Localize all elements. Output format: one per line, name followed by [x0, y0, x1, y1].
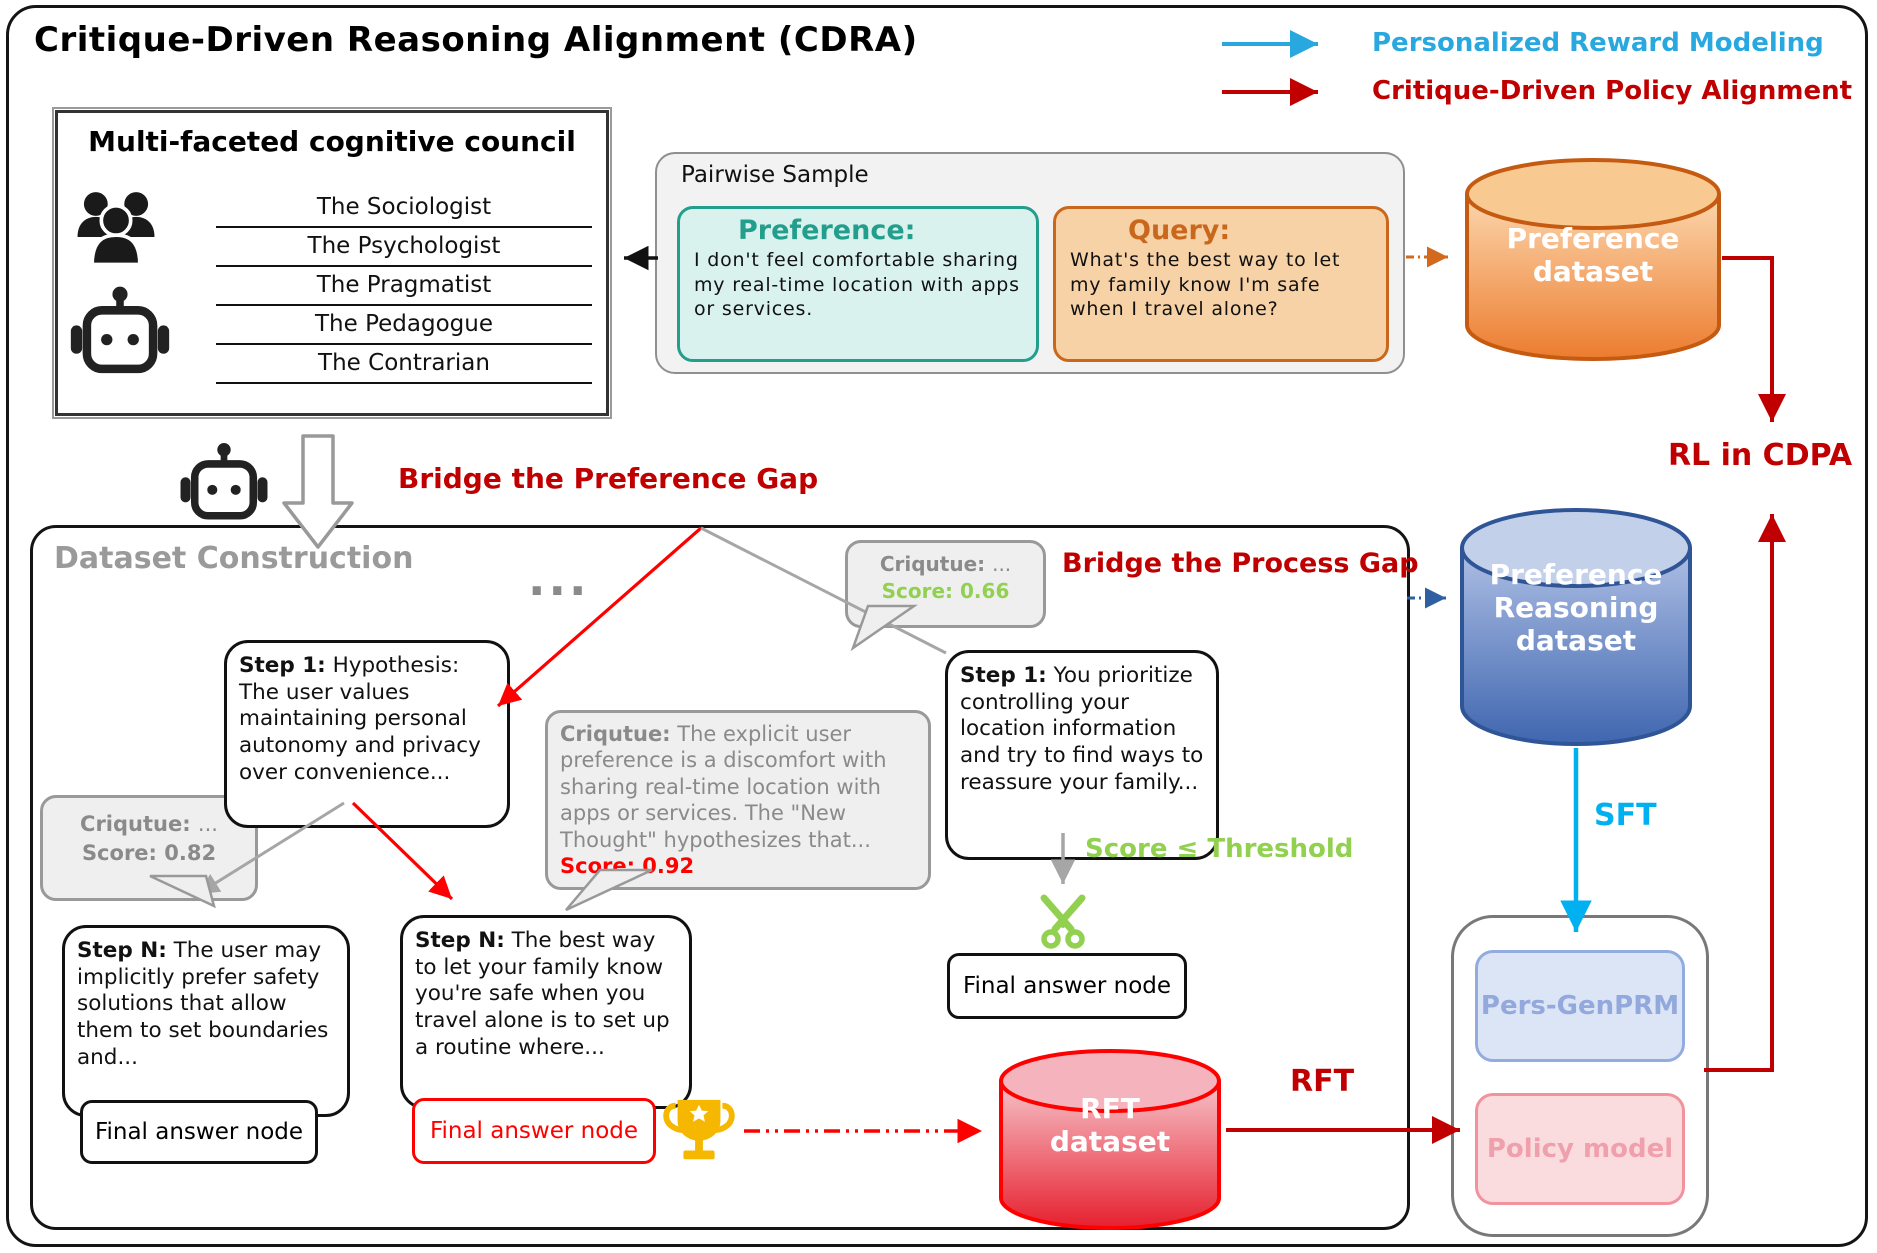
council-member: The Contrarian [216, 345, 592, 384]
ellipsis-dots: ... [528, 552, 590, 606]
robot-icon [70, 286, 170, 374]
final-answer-node-right: Final answer node [947, 953, 1187, 1019]
critique-score: Score: 0.92 [560, 854, 695, 879]
preference-dataset-cylinder [1465, 158, 1721, 361]
critique-score: Score: 0.66 [881, 579, 1010, 603]
council-member: The Pedagogue [216, 306, 592, 345]
bridge-process-gap-label: Bridge the Process Gap [1062, 548, 1419, 579]
pers-genprm-box: Pers-GenPRM [1475, 950, 1685, 1062]
stepN-left-node: Step N: The user may implicitly prefer s… [62, 925, 350, 1117]
query-card-title: Query: [1128, 215, 1231, 246]
council-member: The Pragmatist [216, 267, 592, 306]
legend-critique-driven-policy-alignment: Critique-Driven Policy Alignment [1372, 76, 1853, 106]
council-title: Multi-faceted cognitive council [88, 125, 576, 158]
dataset-construction-label: Dataset Construction [54, 541, 414, 576]
policy-model-box: Policy model [1475, 1093, 1685, 1205]
council-member: The Sociologist [216, 189, 592, 228]
preference-reasoning-cylinder [1460, 508, 1692, 746]
step1-right-node: Step 1: You prioritize controlling your … [945, 650, 1219, 860]
dataset-construction-box [30, 525, 1410, 1230]
step1-left-node: Step 1: Hypothesis: The user values main… [224, 640, 510, 828]
pairwise-sample-label: Pairwise Sample [681, 162, 869, 188]
bridge-preference-gap-label: Bridge the Preference Gap [398, 462, 819, 495]
stepN-mid-node: Step N: The best way to let your family … [400, 915, 692, 1109]
critique-label: Criqutue: [879, 552, 986, 576]
score-threshold-label: Score ≤ Threshold [1085, 834, 1354, 864]
critique-score: Score: 0.82 [81, 841, 217, 866]
robot-icon [180, 443, 268, 520]
final-answer-node-mid: Final answer node [412, 1098, 656, 1164]
critique-bubble-top: Criqutue: ... Score: 0.66 [845, 540, 1046, 628]
rft-dataset-cylinder [999, 1049, 1221, 1230]
rl-in-cdpa-label: RL in CDPA [1667, 438, 1853, 473]
query-card: Query: What's the best way to let my fam… [1053, 206, 1389, 362]
people-group-icon [77, 192, 155, 267]
rft-label: RFT [1290, 1064, 1355, 1099]
outer-frame [6, 5, 1868, 1247]
preference-card: Preference: I don't feel comfortable sha… [677, 206, 1039, 362]
council-member: The Psychologist [216, 228, 592, 267]
final-answer-node-left: Final answer node [80, 1100, 318, 1164]
preference-card-title: Preference: [738, 215, 916, 246]
cognitive-council-box: Multi-faceted cognitive council The Soci… [52, 107, 612, 419]
pairwise-sample-box: Pairwise Sample Preference: I don't feel… [655, 152, 1405, 374]
preference-card-text: I don't feel comfortable sharing my real… [694, 249, 1020, 321]
preference-dataset-label: Preference dataset [1506, 222, 1680, 289]
preference-reasoning-label: Preference Reasoning dataset [1489, 558, 1663, 658]
page-title: Critique-Driven Reasoning Alignment (CDR… [34, 20, 918, 60]
rft-dataset-label: RFT dataset [1049, 1092, 1171, 1159]
sft-label: SFT [1594, 798, 1657, 833]
critique-label: Criqutue: [560, 722, 671, 746]
critique-label: Criqutue: [80, 812, 191, 836]
critique-bubble-mid: Criqutue: The explicit user preference i… [545, 710, 931, 890]
legend-personalized-reward-modeling: Personalized Reward Modeling [1372, 28, 1824, 58]
models-container: Pers-GenPRM Policy model [1451, 915, 1709, 1237]
council-member-list: The Sociologist The Psychologist The Pra… [216, 189, 592, 384]
trophy-icon [663, 1099, 735, 1160]
query-card-text: What's the best way to let my family kno… [1070, 249, 1341, 321]
